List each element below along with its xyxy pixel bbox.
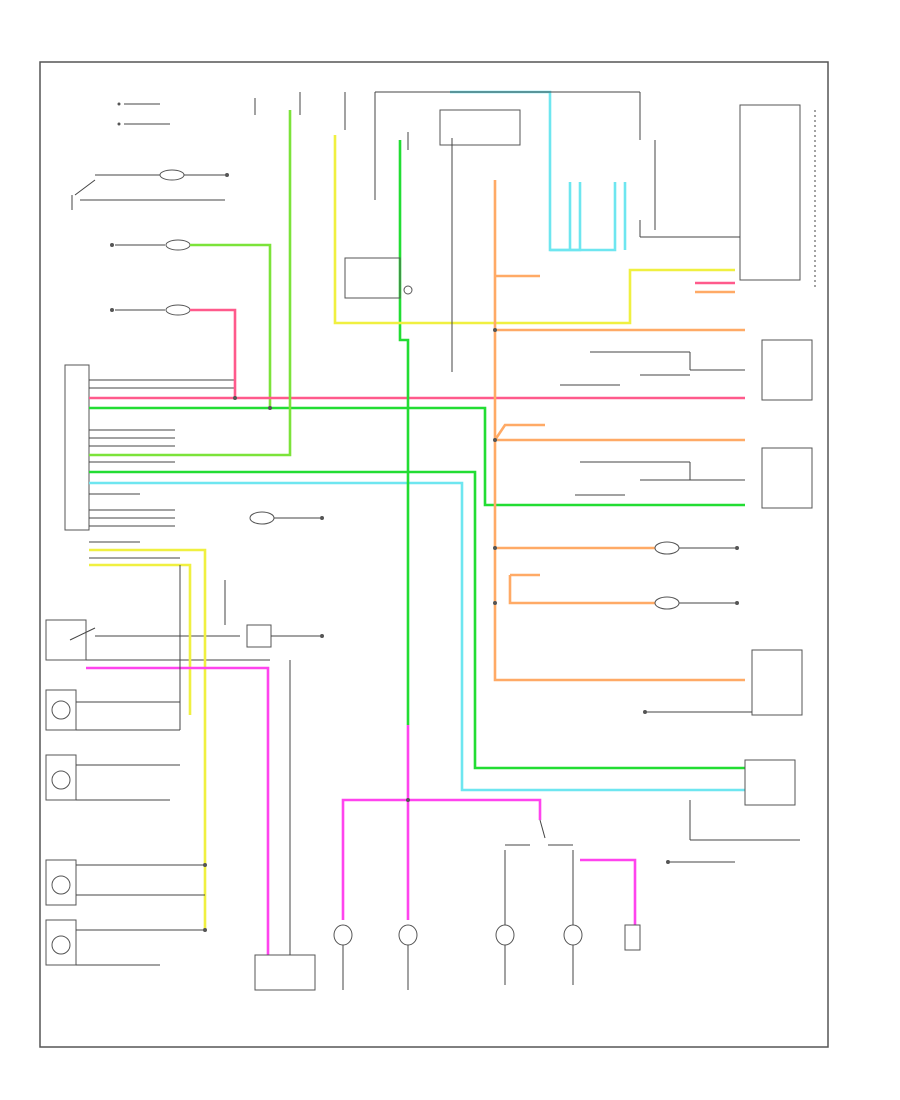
relay-coil-center bbox=[344, 257, 413, 299]
fuse-block-middle-left bbox=[246, 624, 324, 648]
lamp-right-2 bbox=[654, 596, 739, 610]
fuse-block-upper-middle bbox=[249, 511, 324, 525]
module-right-middle bbox=[643, 649, 803, 716]
wire-orange-lamp-2 bbox=[508, 575, 655, 605]
bulb-left-2 bbox=[110, 304, 191, 316]
switch-bottom-center bbox=[505, 819, 573, 846]
junction-dots bbox=[203, 328, 497, 932]
lamp-left-3 bbox=[45, 859, 205, 906]
lamp-bottom-3 bbox=[495, 850, 515, 985]
module-top-right bbox=[639, 104, 801, 281]
wire-magenta-left bbox=[86, 666, 270, 955]
lamp-bottom-1 bbox=[333, 924, 353, 990]
legend bbox=[117, 102, 170, 126]
wire-pink-upper bbox=[190, 308, 237, 398]
bulb-left-1 bbox=[110, 239, 191, 251]
module-right-lower bbox=[689, 759, 800, 841]
body-control-module-connector bbox=[64, 364, 235, 559]
module-bottom-left bbox=[224, 580, 316, 991]
key-switch bbox=[45, 619, 270, 661]
relay-right-1 bbox=[560, 339, 813, 401]
bottom-right-ground-line bbox=[666, 860, 735, 864]
wire-green-vertical-left bbox=[89, 110, 292, 457]
wire-green-lower bbox=[89, 470, 745, 770]
wire-yellow-left-1 bbox=[89, 548, 207, 930]
fuse-top-row bbox=[254, 91, 641, 200]
relay-right-2 bbox=[575, 447, 813, 509]
lamp-left-1 bbox=[45, 689, 180, 731]
wire-orange-relay-2 bbox=[493, 423, 545, 441]
wire-green-center bbox=[398, 140, 410, 725]
wire-yellow-left-2 bbox=[89, 563, 192, 715]
wire-cyan-lower bbox=[89, 481, 745, 792]
door-switch-top-left bbox=[71, 169, 229, 210]
wire-orange-vertical bbox=[493, 180, 745, 682]
wire-green-main bbox=[89, 406, 745, 507]
relay-top-center bbox=[439, 109, 521, 372]
wire-green-upper bbox=[190, 243, 272, 408]
wire-cyan-top-2 bbox=[550, 182, 617, 252]
lamp-right-1 bbox=[654, 541, 739, 555]
wire-magenta-right bbox=[580, 858, 637, 925]
lamp-left-2 bbox=[45, 754, 180, 801]
left-vertical-wires bbox=[160, 565, 205, 896]
wire-magenta-spread bbox=[341, 798, 542, 920]
wire-yellow-top bbox=[333, 135, 735, 325]
lamp-bottom-5 bbox=[624, 924, 641, 951]
lamp-left-4 bbox=[45, 919, 205, 966]
lamp-bottom-4 bbox=[563, 850, 583, 985]
lamp-bottom-2 bbox=[398, 924, 418, 990]
wire-cyan-top bbox=[450, 90, 582, 252]
diagram-frame bbox=[39, 61, 829, 1048]
